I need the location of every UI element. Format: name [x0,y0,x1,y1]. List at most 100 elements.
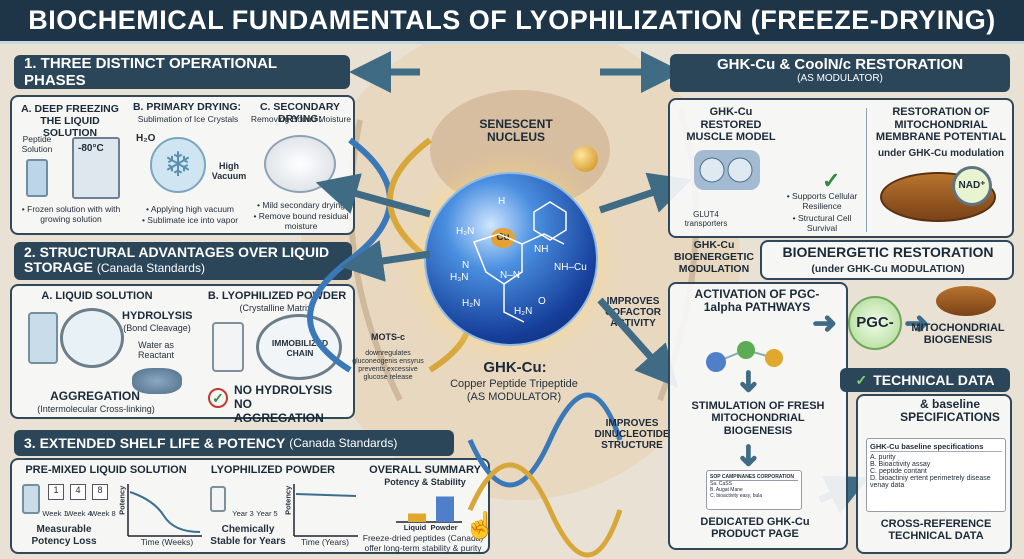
technical-header-text: TECHNICAL DATA [873,372,995,388]
product-page-label[interactable]: DEDICATED GHK-Cu PRODUCT PAGE [700,516,810,541]
mots-title: MOTS-c [370,332,405,342]
technical-header: ✓ TECHNICAL DATA [840,368,1010,392]
phaseC-subtitle: Removing Bound Moisture [250,114,352,124]
technical-panel: & baseline SPECIFICATIONS GHK-Cu baselin… [856,394,1012,554]
phaseB-caption2: • Sublimate ice into vapor [141,215,239,225]
cu-atom-icon: Cu [491,228,515,248]
divider [866,108,867,232]
stimulation-label: STIMULATION OF FRESH MITOCHONDRIAL BIOGE… [691,400,825,437]
glut-label: GLUT4 transporters [684,210,728,229]
arrow-to-right-mid [597,297,678,388]
vial-icon [26,159,48,197]
section2-header-note: (Canada Standards) [96,261,205,276]
checkmark-icon: ✓ [822,168,841,193]
calendar-4-icon: 4 [70,484,86,500]
water-label: Water as Reactant [137,340,175,361]
spec-item-d: D. bioactiniy ertent perimetrely disease… [870,475,991,489]
no-aggregation: NO AGGREGATION [234,397,324,425]
chem-label-8: NH–Cu [554,262,587,273]
right2-header: BIOENERGETIC RESTORATION [782,244,994,260]
title-bar: BIOCHEMICAL FUNDAMENTALS OF LYOPHILIZATI… [0,0,1024,44]
phaseC-caption2: • Remove bound residual moisture [253,211,349,231]
molecule-icon [706,341,783,372]
liquid-title: A. LIQUID SOLUTION [41,290,153,302]
right1-header-sub: (AS MODULATOR) [797,73,883,84]
right2-header-panel: BIOENERGETIC RESTORATION (under GHK-Cu M… [760,240,1014,280]
arrow-to-section2 [341,240,431,282]
lyo-stability-chart [293,484,358,537]
membrane-title: RESTORATION OF MITOCHONDRIAL MEMBRANE PO… [875,106,1007,144]
phaseB-h2o: H₂O [136,133,156,144]
powder-subtitle: (Crystalline Matrix) [239,303,315,313]
sop-document[interactable]: SOP CAMPINANES CORPORATION Sa. CaSS B. A… [706,470,802,510]
section3-header-note: (Canada Standards) [289,436,398,450]
arrow-to-pgc: ➜ [812,307,838,340]
chain-magnifier-icon: IMMOBILIZED CHAIN [256,314,342,380]
summary-bar-chart [396,496,462,523]
cross-reference-label[interactable]: CROSS-REFERENCE TECHNICAL DATA [880,518,992,543]
calendar-8-icon: 8 [92,484,108,500]
mito-biogenesis-icon [936,286,996,316]
technical-check-icon: ✓ [855,371,868,388]
week-label-1: Week 1 [42,509,68,518]
bond-label: (Bond Cleavage) [123,323,191,333]
section1-header: 1. THREE DISTINCT OPERATIONAL PHASES [14,55,350,89]
phaseB-title: B. PRIMARY DRYING: [132,101,242,113]
mots-text: downregulates gluconeogenis ensyrus prev… [352,350,424,382]
aggregation-label: AGGREGATION [50,389,140,403]
nad-magnifier-icon: NAD⁺ [952,166,992,206]
summary-bar-label-powder: Powder [430,523,458,532]
right1-header-text: GHK-Cu & CoolN/c RESTORATION [716,56,964,73]
pgc-activation: ACTIVATION OF PGC-1alpha PATHWAYS [694,287,820,315]
section2-header-text: 2. STRUCTURAL ADVANTAGES OVER LIQUID STO… [24,244,330,276]
right2-header-sub: (under GHK-Cu MODULATION) [811,263,965,275]
lyo-vial-icon [210,486,226,512]
spec-item-a: A. purity [870,454,896,461]
spec-card-title: GHK-Cu baseline specifications [870,442,1002,452]
chem-label-6: NH [534,244,549,255]
chain-label: IMMOBILIZED CHAIN [271,338,329,358]
check-icon: ✓ [208,388,228,408]
pgc-circle: PGC- [848,296,902,350]
gold-sphere-icon [572,146,598,172]
lyo-xlabel: Time (Years) [300,537,350,547]
sop-doc-line-2: B. Augat Mane [710,487,743,493]
ghk-cu-sphere [424,172,598,346]
chem-label-7: H [498,196,506,207]
liquid-vial-icon [28,312,58,364]
chem-label-2: H₃N [450,272,469,283]
right1-panel: GHK-Cu RESTORED MUSCLE MODEL GLUT4 trans… [668,98,1014,238]
premixed-title: PRE-MIXED LIQUID SOLUTION [25,464,187,476]
spec-item-b: B. Bioactivity assay [870,461,931,468]
sop-doc-title: SOP CAMPINANES CORPORATION [710,474,798,481]
ghk-cu-name: GHK-Cu: [483,359,547,376]
chem-label-3: N [462,260,470,271]
section2-header: 2. STRUCTURAL ADVANTAGES OVER LIQUID STO… [14,242,352,280]
section2-panel: A. LIQUID SOLUTION HYDROLYSIS (Bond Clea… [10,284,355,425]
premixed-caption: Measurable Potency Loss [31,524,97,547]
dna-helix-bottom [467,392,623,558]
arrow-to-section1-lower [315,173,431,218]
muscle-model-icon [694,150,760,190]
phaseA-label: Peptide Solution [21,134,53,154]
nucleus-label: SENESCENT NUCLEUS [479,117,553,145]
no-hydrolysis: NO HYDROLYSIS [234,383,333,397]
section1-panel: A. DEEP FREEZING THE LIQUID SOLUTION Pep… [10,95,355,235]
chem-label-4: H₂N [462,298,481,309]
page-title: BIOCHEMICAL FUNDAMENTALS OF LYOPHILIZATI… [28,5,996,35]
ghk-cu-mod: (AS MODULATOR) [466,391,562,403]
section1-header-text: 1. THREE DISTINCT OPERATIONAL PHASES [24,55,277,89]
phaseB-caption1: • Applying high vacuum [145,204,235,214]
freezer-temp: -80°C [78,143,104,154]
premixed-vial-icon [22,484,40,514]
sop-doc-line-3: C. bioactivity easy, bula [710,493,763,499]
arrow-down-2: ➜ [732,442,766,469]
muscle-bullet2: • Structural Cell Survival [792,213,852,233]
aggregate-cluster-icon [132,368,182,394]
membrane-sub: under GHK-Cu modulation [877,148,1005,159]
phaseB-subtitle: Sublimation of Ice Crystals [137,114,239,124]
summary-bar-label-liquid: Liquid [403,523,427,532]
phaseC-caption1: • Mild secondary drying [256,200,345,210]
baseline-label: & baseline SPECIFICATIONS [900,397,1000,425]
powder-vial-icon [212,322,244,372]
